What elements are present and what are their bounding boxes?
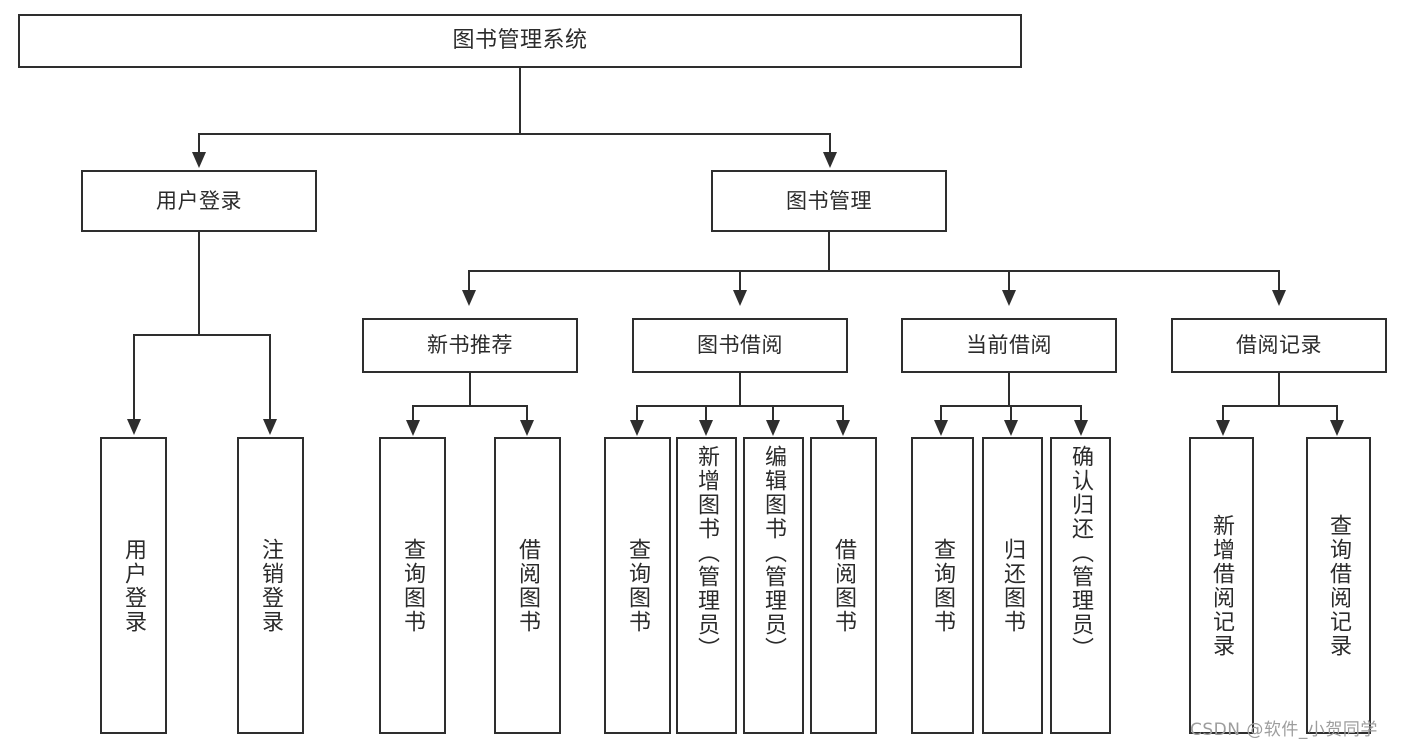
node-book-borrow[interactable]: 图书借阅	[632, 318, 848, 373]
arrowhead-borrowrecord-leaf-2	[1330, 420, 1344, 436]
arrowhead-new-book	[462, 290, 476, 306]
leaf-user-login[interactable]: 用户登录	[100, 437, 167, 734]
node-book-management[interactable]: 图书管理	[711, 170, 947, 232]
connector-bookborrow-drop-2	[705, 405, 707, 422]
connector-root-drop-left	[198, 133, 200, 154]
node-label: 新增图书（管理员）	[694, 445, 720, 661]
leaf-bookborrow-edit-book-admin[interactable]: 编辑图书（管理员）	[743, 437, 804, 734]
node-borrow-record[interactable]: 借阅记录	[1171, 318, 1387, 373]
connector-newbook-drop-1	[412, 405, 414, 422]
connector-root-drop-right	[829, 133, 831, 154]
connector-bookborrow-bar	[636, 405, 844, 407]
connector-bookmgmt-drop-4	[1278, 270, 1280, 292]
connector-bookmgmt-drop-2	[739, 270, 741, 292]
connector-root-stem	[519, 68, 521, 134]
connector-userlogin-stem	[198, 232, 200, 335]
node-label: 新增借阅记录	[1209, 513, 1235, 658]
node-label: 编辑图书（管理员）	[761, 445, 787, 661]
leaf-currentborrow-return-book[interactable]: 归还图书	[982, 437, 1043, 734]
arrowhead-user-login	[192, 152, 206, 168]
node-label: 查询图书	[930, 537, 956, 634]
leaf-bookborrow-query-book[interactable]: 查询图书	[604, 437, 671, 734]
arrowhead-bookborrow-leaf-4	[836, 420, 850, 436]
connector-currentborrow-drop-3	[1080, 405, 1082, 422]
leaf-newbook-borrow-book[interactable]: 借阅图书	[494, 437, 561, 734]
leaf-currentborrow-confirm-return-admin[interactable]: 确认归还（管理员）	[1050, 437, 1111, 734]
connector-bookmgmt-stem	[828, 232, 830, 272]
leaf-currentborrow-query-book[interactable]: 查询图书	[911, 437, 974, 734]
node-user-login[interactable]: 用户登录	[81, 170, 317, 232]
node-label: 确认归还（管理员）	[1068, 445, 1094, 661]
connector-borrowrecord-drop-1	[1222, 405, 1224, 422]
connector-bookborrow-drop-3	[772, 405, 774, 422]
arrowhead-borrowrecord-leaf-1	[1216, 420, 1230, 436]
node-label: 注销登录	[258, 537, 284, 634]
node-label: 用户登录	[121, 537, 147, 634]
arrowhead-bookborrow-leaf-2	[699, 420, 713, 436]
connector-bookmgmt-drop-3	[1008, 270, 1010, 292]
connector-currentborrow-stem	[1008, 373, 1010, 406]
node-label: 借阅图书	[831, 537, 857, 634]
arrowhead-borrow-record	[1272, 290, 1286, 306]
leaf-borrowrecord-query-record[interactable]: 查询借阅记录	[1306, 437, 1371, 734]
connector-bookborrow-stem	[739, 373, 741, 406]
connector-bookmgmt-bar	[468, 270, 1280, 272]
connector-newbook-bar	[412, 405, 528, 407]
node-label: 借阅图书	[515, 537, 541, 634]
leaf-bookborrow-add-book-admin[interactable]: 新增图书（管理员）	[676, 437, 737, 734]
node-label: 图书管理	[786, 188, 872, 213]
arrowhead-newbook-leaf-1	[406, 420, 420, 436]
connector-userlogin-bar	[133, 334, 271, 336]
arrowhead-book-borrow	[733, 290, 747, 306]
connector-borrowrecord-stem	[1278, 373, 1280, 406]
leaf-logout[interactable]: 注销登录	[237, 437, 304, 734]
connector-userlogin-drop-1	[133, 334, 135, 420]
connector-bookborrow-drop-4	[842, 405, 844, 422]
connector-root-bar	[198, 133, 831, 135]
arrowhead-leaf-user-login	[127, 419, 141, 435]
leaf-newbook-query-book[interactable]: 查询图书	[379, 437, 446, 734]
arrowhead-currentborrow-leaf-3	[1074, 420, 1088, 436]
node-label: 借阅记录	[1236, 333, 1322, 358]
node-label: 图书管理系统	[452, 28, 588, 54]
connector-newbook-stem	[469, 373, 471, 406]
arrowhead-leaf-logout	[263, 419, 277, 435]
node-label: 查询图书	[400, 537, 426, 634]
node-new-book-recommend[interactable]: 新书推荐	[362, 318, 578, 373]
node-label: 归还图书	[1000, 537, 1026, 634]
arrowhead-bookborrow-leaf-3	[766, 420, 780, 436]
node-label: 新书推荐	[427, 333, 513, 358]
node-label: 用户登录	[156, 188, 242, 213]
leaf-bookborrow-borrow-book[interactable]: 借阅图书	[810, 437, 877, 734]
node-label: 当前借阅	[966, 333, 1052, 358]
node-current-borrow[interactable]: 当前借阅	[901, 318, 1117, 373]
connector-bookmgmt-drop-1	[468, 270, 470, 292]
connector-currentborrow-drop-2	[1010, 405, 1012, 422]
arrowhead-newbook-leaf-2	[520, 420, 534, 436]
connector-userlogin-drop-2	[269, 334, 271, 420]
node-root-system[interactable]: 图书管理系统	[18, 14, 1022, 68]
connector-borrowrecord-bar	[1222, 405, 1338, 407]
connector-newbook-drop-2	[526, 405, 528, 422]
arrowhead-bookborrow-leaf-1	[630, 420, 644, 436]
node-label: 查询借阅记录	[1326, 513, 1352, 658]
arrowhead-currentborrow-leaf-1	[934, 420, 948, 436]
node-label: 查询图书	[625, 537, 651, 634]
arrowhead-currentborrow-leaf-2	[1004, 420, 1018, 436]
connector-bookborrow-drop-1	[636, 405, 638, 422]
connector-currentborrow-drop-1	[940, 405, 942, 422]
node-label: 图书借阅	[697, 333, 783, 358]
connector-borrowrecord-drop-2	[1336, 405, 1338, 422]
leaf-borrowrecord-add-record[interactable]: 新增借阅记录	[1189, 437, 1254, 734]
arrowhead-current-borrow	[1002, 290, 1016, 306]
csdn-watermark: CSDN @软件_小贺同学	[1190, 720, 1378, 740]
arrowhead-book-manage	[823, 152, 837, 168]
